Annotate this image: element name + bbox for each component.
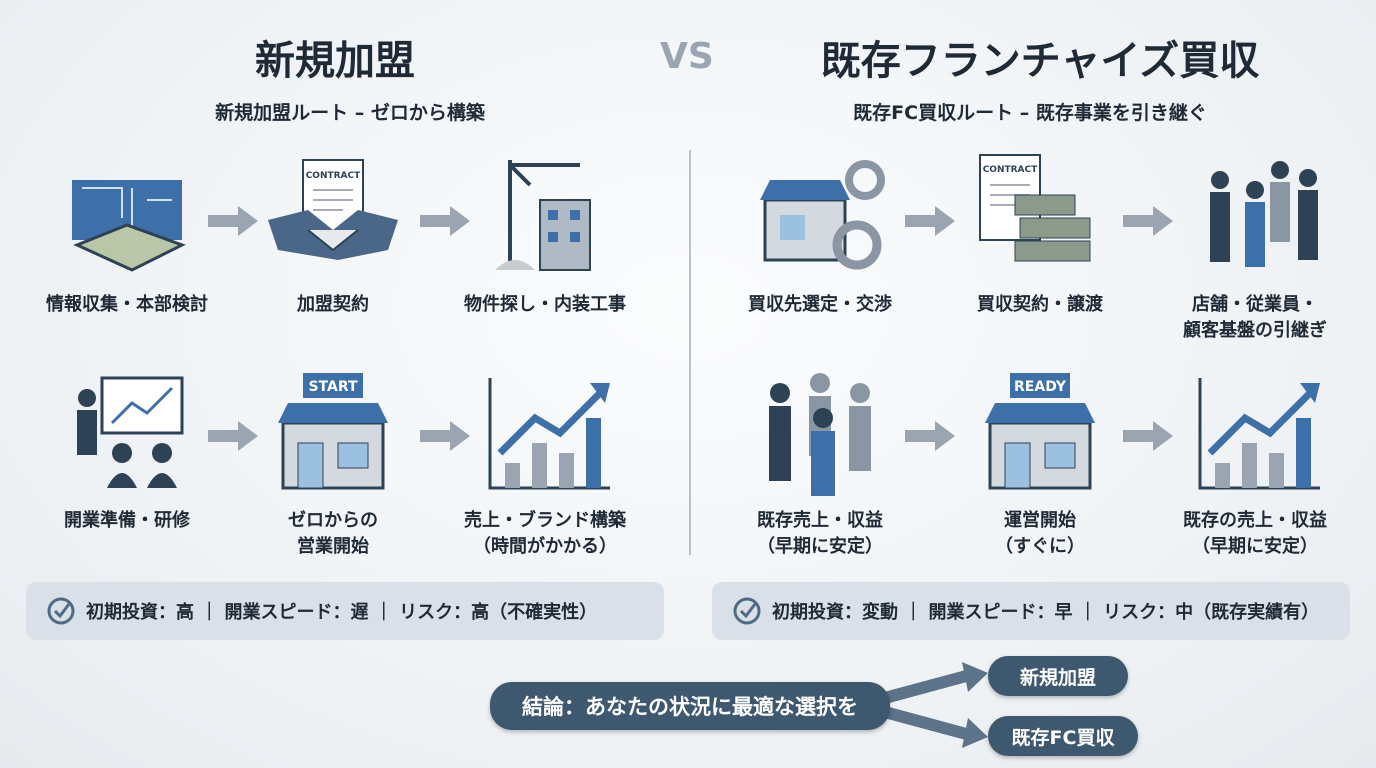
left-summary-text: 初期投資：高 ｜ 開業スピード：遅 ｜ リスク：高（不確実性） — [86, 602, 598, 623]
left-summary: 初期投資：高 ｜ 開業スピード：遅 ｜ リスク：高（不確実性） — [26, 582, 664, 640]
left-step-label: ゼロからの 営業開始 — [288, 510, 378, 557]
contract-handshake-icon: CONTRACT — [258, 150, 408, 280]
right-summary: 初期投資：変動 ｜ 開業スピード：早 ｜ リスク：中（既存実績有） — [712, 582, 1350, 640]
arrow-right-icon — [1123, 206, 1173, 236]
check-circle-icon — [47, 597, 75, 625]
growth-chart-icon — [1180, 368, 1330, 498]
arrow-right-icon — [905, 421, 955, 451]
business-people-icon — [745, 368, 895, 498]
check-circle-icon — [733, 597, 761, 625]
arrow-right-icon — [420, 421, 470, 451]
option-acquisition: 既存FC買収 — [988, 716, 1138, 756]
left-step-label: 情報収集・本部検討 — [46, 294, 208, 315]
arrow-right-icon — [420, 206, 470, 236]
arrow-right-icon — [1123, 421, 1173, 451]
right-title: 既存フランチャイズ買収 — [820, 38, 1260, 84]
left-step-label: 加盟契約 — [297, 294, 369, 315]
right-step-label: 店舗・従業員・ 顧客基盤の引継ぎ — [1183, 294, 1327, 341]
right-subtitle: 既存FC買収ルート – 既存事業を引き継ぐ — [853, 102, 1207, 124]
arrow-right-icon — [208, 421, 258, 451]
icon-caption: START — [308, 379, 358, 395]
right-step-label: 既存の売上・収益 （早期に安定） — [1183, 510, 1327, 557]
left-title: 新規加盟 — [255, 38, 415, 84]
left-step-label: 売上・ブランド構築 （時間がかかる） — [464, 510, 626, 557]
growth-chart-icon — [470, 368, 620, 498]
contract-money-icon: CONTRACT — [965, 150, 1115, 280]
construction-crane-icon — [470, 150, 620, 280]
left-step-label: 開業準備・研修 — [64, 510, 190, 531]
icon-caption: CONTRACT — [983, 165, 1038, 175]
arrow-right-icon — [208, 206, 258, 236]
left-subtitle: 新規加盟ルート – ゼロから構築 — [215, 102, 485, 124]
right-step-label: 買収契約・譲渡 — [977, 294, 1103, 315]
right-step-label: 運営開始 （すぐに） — [995, 510, 1085, 557]
arrow-right-icon — [905, 206, 955, 236]
right-step-label: 既存売上・収益 （早期に安定） — [757, 510, 883, 557]
conclusion-pill: 結論：あなたの状況に最適な選択を — [490, 682, 890, 730]
vs-label: VS — [660, 36, 714, 77]
right-summary-text: 初期投資：変動 ｜ 開業スピード：早 ｜ リスク：中（既存実績有） — [772, 602, 1320, 623]
training-presentation-icon — [52, 368, 202, 498]
divider — [689, 150, 691, 555]
icon-caption: READY — [1014, 379, 1067, 395]
staff-team-icon — [1180, 150, 1330, 280]
left-step-label: 物件探し・内装工事 — [464, 294, 626, 315]
right-step-label: 買収先選定・交渉 — [748, 294, 892, 315]
store-gears-icon — [745, 150, 895, 280]
icon-caption: CONTRACT — [306, 171, 361, 181]
option-new-franchise: 新規加盟 — [988, 656, 1128, 696]
store-start-icon: START — [258, 368, 408, 498]
blueprint-icon — [52, 150, 202, 280]
store-ready-icon: READY — [965, 368, 1115, 498]
